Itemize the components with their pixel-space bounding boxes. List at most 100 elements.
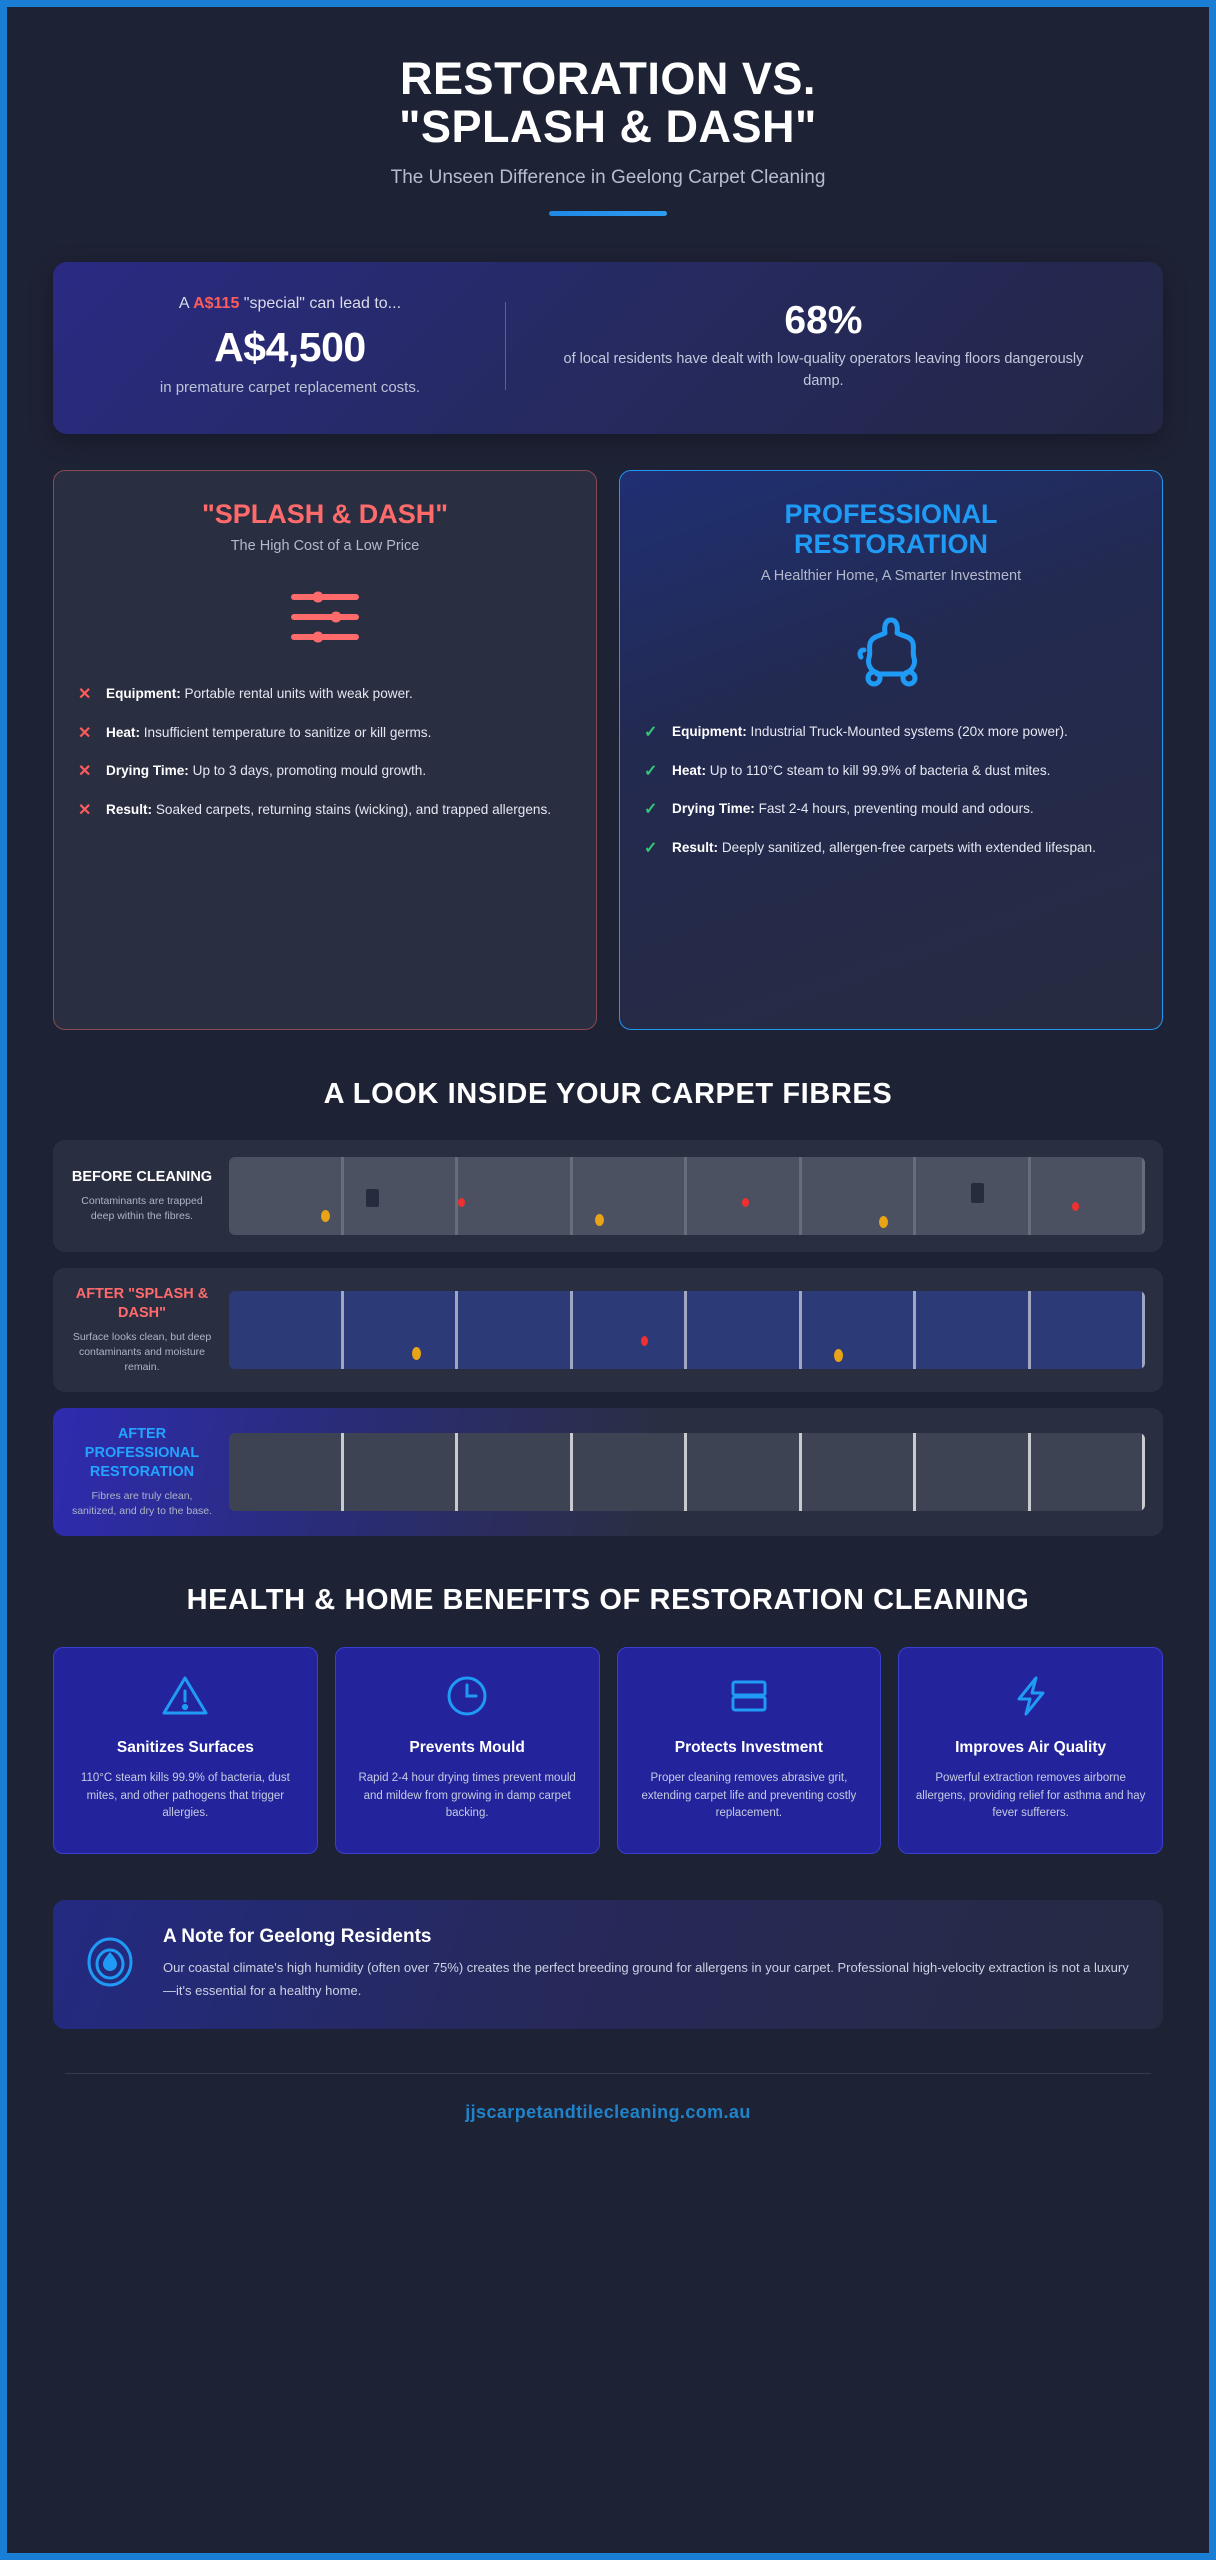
fibre-row-before: BEFORE CLEANING Contaminants are trapped… — [53, 1140, 1163, 1253]
percent-note: of local residents have dealt with low-q… — [563, 351, 1084, 390]
list-item-text: Fast 2-4 hours, preventing mould and odo… — [754, 801, 1034, 817]
sliders-icon — [78, 584, 572, 650]
benefits-section-heading: HEALTH & HOME BENEFITS OF RESTORATION CL… — [186, 1584, 1030, 1617]
page-title-line-2: "SPLASH & DASH" — [399, 101, 817, 153]
list-item-label: Drying Time: — [672, 801, 755, 817]
list-item-label: Heat: — [106, 724, 140, 740]
page-subtitle: The Unseen Difference in Geelong Carpet … — [390, 167, 826, 189]
geelong-residents-note: A Note for Geelong Residents Our coastal… — [53, 1900, 1163, 2029]
professional-restoration-card: PROFESSIONAL RESTORATION A Healthier Hom… — [619, 469, 1163, 1030]
fibre-visual-after-professional — [229, 1433, 1145, 1512]
list-item: ✕ Drying Time: Up to 3 days, promoting m… — [78, 761, 572, 783]
website-link[interactable]: jjscarpetandtilecleaning.com.au — [465, 2101, 751, 2122]
benefit-desc: Rapid 2-4 hour drying times prevent moul… — [358, 1771, 576, 1820]
fibre-row-desc: Fibres are truly clean, sanitized, and d… — [71, 1489, 213, 1518]
fibre-row-desc: Surface looks clean, but deep contaminan… — [72, 1330, 212, 1374]
cross-icon: ✕ — [78, 724, 92, 742]
list-item-label: Equipment: — [106, 686, 181, 702]
header: RESTORATION VS. "SPLASH & DASH" The Unse… — [53, 37, 1163, 217]
list-item: ✓ Result: Deeply sanitized, allergen-fre… — [644, 838, 1138, 860]
pro-title-line-2: RESTORATION — [793, 529, 988, 560]
list-item-text: Soaked carpets, returning stains (wickin… — [152, 801, 552, 817]
benefit-title: Prevents Mould — [409, 1738, 525, 1756]
lightning-bolt-icon — [914, 1674, 1147, 1718]
benefits-grid: Sanitizes Surfaces 110°C steam kills 99.… — [53, 1646, 1163, 1855]
fibre-row-title: AFTER "SPLASH & DASH" — [75, 1286, 209, 1321]
benefit-desc: 110°C steam kills 99.9% of bacteria, dus… — [80, 1771, 290, 1820]
fibre-row-after-splash: AFTER "SPLASH & DASH" Surface looks clea… — [53, 1268, 1163, 1393]
fibre-row-desc: Contaminants are trapped deep within the… — [81, 1194, 203, 1222]
professional-restoration-list: ✓ Equipment: Industrial Truck-Mounted sy… — [644, 722, 1138, 859]
cost-lead-suffix: "special" can lead to... — [239, 295, 402, 313]
percent-figure: 68% — [784, 299, 863, 343]
list-item: ✕ Heat: Insufficient temperature to sani… — [78, 723, 572, 745]
truck-mount-icon — [644, 614, 1138, 688]
list-item-label: Heat: — [672, 762, 706, 778]
list-item-text: Up to 110°C steam to kill 99.9% of bacte… — [706, 762, 1051, 778]
note-title: A Note for Geelong Residents — [163, 1926, 432, 1948]
list-item-text: Up to 3 days, promoting mould growth. — [188, 763, 427, 779]
list-item: ✓ Drying Time: Fast 2-4 hours, preventin… — [644, 799, 1138, 821]
list-item: ✓ Heat: Up to 110°C steam to kill 99.9% … — [644, 761, 1138, 783]
percent-stat: 68% of local residents have dealt with l… — [526, 299, 1121, 393]
benefit-card-prevents-mould: Prevents Mould Rapid 2-4 hour drying tim… — [334, 1646, 600, 1855]
pro-title-line-1: PROFESSIONAL — [784, 498, 998, 529]
fibre-row-title: BEFORE CLEANING — [71, 1168, 213, 1185]
clock-icon — [351, 1674, 584, 1718]
footer-divider — [65, 2072, 1151, 2074]
list-item-text: Portable rental units with weak power. — [180, 686, 413, 702]
fibre-row-title: AFTER PROFESSIONAL RESTORATION — [84, 1426, 200, 1481]
cost-stat: A A$115 "special" can lead to... A$4,500… — [95, 292, 485, 400]
benefit-title: Sanitizes Surfaces — [116, 1738, 254, 1756]
splash-and-dash-subtitle: The High Cost of a Low Price — [230, 538, 420, 555]
cross-icon: ✕ — [78, 763, 92, 781]
check-icon: ✓ — [644, 801, 658, 819]
droplet-humidity-icon — [83, 1935, 137, 1994]
professional-restoration-title: PROFESSIONAL RESTORATION — [644, 499, 1138, 559]
list-item-label: Result: — [672, 840, 719, 856]
fibres-section-heading: A LOOK INSIDE YOUR CARPET FIBRES — [323, 1077, 893, 1110]
layers-icon — [633, 1674, 866, 1718]
cost-lead-prefix: A — [178, 295, 194, 313]
page-title-line-1: RESTORATION VS. — [400, 53, 816, 104]
fibre-visual-before — [229, 1157, 1145, 1236]
stats-divider — [504, 302, 506, 390]
note-body: Our coastal climate's high humidity (oft… — [163, 1960, 1129, 1998]
splash-and-dash-card: "SPLASH & DASH" The High Cost of a Low P… — [53, 469, 597, 1030]
fibre-visual-after-splash — [229, 1291, 1145, 1370]
check-icon: ✓ — [644, 724, 658, 742]
comparison-section: "SPLASH & DASH" The High Cost of a Low P… — [53, 469, 1163, 1030]
cross-icon: ✕ — [78, 801, 92, 819]
key-stats-card: A A$115 "special" can lead to... A$4,500… — [53, 262, 1163, 434]
header-accent-bar — [549, 211, 667, 217]
benefit-card-sanitizes-surfaces: Sanitizes Surfaces 110°C steam kills 99.… — [53, 1646, 318, 1855]
cost-note: in premature carpet replacement costs. — [159, 379, 420, 397]
benefit-desc: Powerful extraction removes airborne all… — [915, 1771, 1146, 1820]
check-icon: ✓ — [644, 762, 658, 780]
benefit-card-improves-air-quality: Improves Air Quality Powerful extraction… — [898, 1646, 1163, 1855]
list-item-text: Deeply sanitized, allergen-free carpets … — [718, 840, 1096, 856]
splash-and-dash-title: "SPLASH & DASH" — [201, 498, 449, 529]
splash-and-dash-list: ✕ Equipment: Portable rental units with … — [78, 684, 572, 821]
list-item: ✓ Equipment: Industrial Truck-Mounted sy… — [644, 722, 1138, 744]
benefit-title: Protects Investment — [674, 1738, 823, 1756]
list-item-label: Result: — [106, 801, 153, 817]
footer: jjscarpetandtilecleaning.com.au — [53, 2074, 1163, 2157]
benefit-desc: Proper cleaning removes abrasive grit, e… — [641, 1771, 857, 1820]
cost-lead-line: A A$115 "special" can lead to... — [109, 292, 471, 316]
benefit-title: Improves Air Quality — [955, 1738, 1107, 1756]
cost-lead-price: A$115 — [193, 295, 240, 313]
cost-figure: A$4,500 — [214, 324, 366, 371]
list-item-text: Insufficient temperature to sanitize or … — [140, 724, 432, 740]
benefit-card-protects-investment: Protects Investment Proper cleaning remo… — [616, 1646, 882, 1855]
warning-triangle-icon — [69, 1674, 302, 1718]
check-icon: ✓ — [644, 840, 658, 858]
list-item-label: Drying Time: — [106, 763, 189, 779]
page-title: RESTORATION VS. "SPLASH & DASH" — [53, 53, 1163, 153]
list-item-label: Equipment: — [672, 724, 747, 740]
list-item: ✕ Result: Soaked carpets, returning stai… — [78, 800, 572, 822]
list-item-text: Industrial Truck-Mounted systems (20x mo… — [746, 724, 1068, 740]
infographic-page: RESTORATION VS. "SPLASH & DASH" The Unse… — [7, 7, 1209, 2157]
cross-icon: ✕ — [78, 686, 92, 704]
professional-restoration-subtitle: A Healthier Home, A Smarter Investment — [760, 568, 1022, 585]
